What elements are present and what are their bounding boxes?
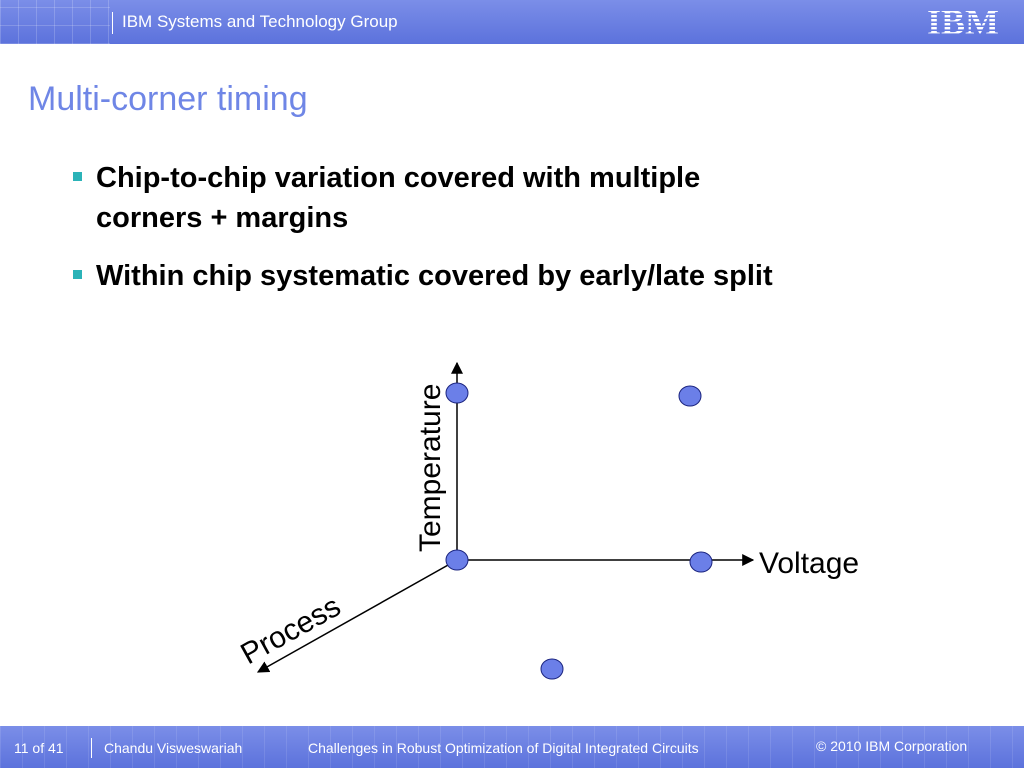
bullet-text-line2: corners + margins: [96, 202, 349, 234]
corner-point: [678, 385, 702, 407]
corner-diagram: Temperature Voltage Process: [235, 361, 859, 680]
bullet-list: Chip-to-chip variation covered with mult…: [70, 158, 970, 314]
copyright: © 2010 IBM Corporation: [816, 738, 968, 754]
bullet-item: Within chip systematic covered by early/…: [70, 256, 970, 296]
author-name: Chandu Visweswariah: [104, 740, 243, 756]
voltage-label: Voltage: [759, 547, 859, 580]
slide-title: Multi-corner timing: [28, 80, 308, 118]
footer-pattern: [0, 726, 1024, 768]
header-separator: [112, 12, 113, 34]
footer-bar: 11 of 41 Chandu Visweswariah Challenges …: [0, 726, 1024, 768]
ibm-logo-icon: IBM: [927, 3, 999, 41]
footer-separator: [91, 738, 92, 758]
page-number: 11 of 41: [14, 740, 64, 756]
square-bullet-icon: [73, 172, 82, 181]
ibm-logo-text: IBM: [927, 3, 999, 41]
bullet-item: Chip-to-chip variation covered with mult…: [70, 158, 970, 238]
square-bullet-icon: [73, 270, 82, 279]
talk-title: Challenges in Robust Optimization of Dig…: [308, 740, 699, 756]
bullet-text-line1: Chip-to-chip variation covered with mult…: [96, 162, 701, 194]
corner-point: [445, 549, 469, 571]
bullet-text-line1: Within chip systematic covered by early/…: [96, 260, 773, 292]
corner-point: [540, 658, 564, 680]
corner-point: [689, 551, 713, 573]
group-name: IBM Systems and Technology Group: [122, 12, 398, 31]
header-pattern: [0, 0, 110, 44]
temperature-label: Temperature: [414, 384, 447, 552]
process-label: Process: [235, 590, 346, 671]
corner-point: [445, 382, 469, 404]
process-axis: [256, 559, 458, 673]
header-bar: IBM Systems and Technology Group IBM: [0, 0, 1024, 44]
